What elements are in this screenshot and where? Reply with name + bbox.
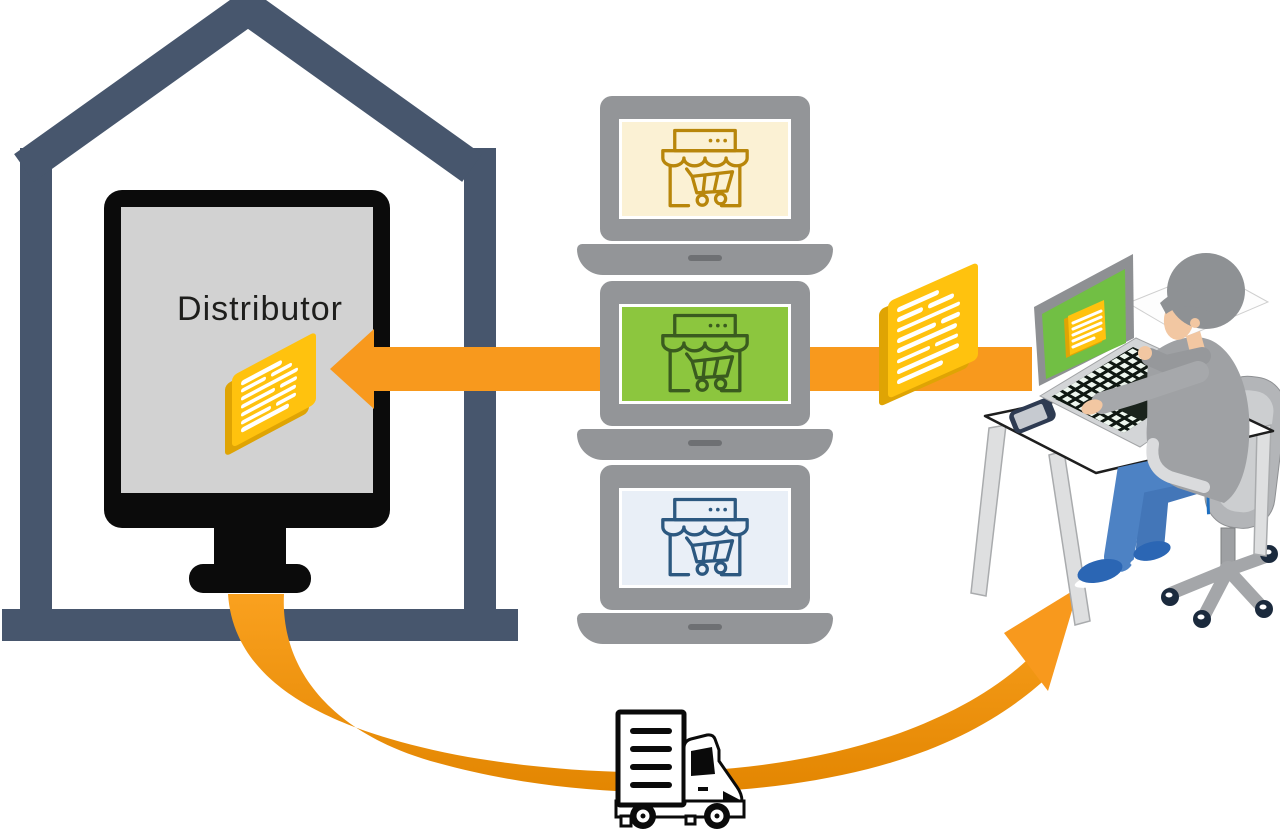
storefront-icon (661, 313, 749, 392)
laptop-base (577, 429, 833, 460)
person-hair (1167, 253, 1245, 329)
delivery-arrowhead (1004, 587, 1079, 691)
house-roof (14, 0, 482, 182)
laptop-notch (688, 440, 722, 446)
monitor-base (189, 564, 311, 593)
smartphone (1009, 398, 1056, 434)
laptop-base (577, 613, 833, 644)
sneaker (1074, 558, 1124, 588)
storefront-laptop-green (577, 281, 833, 460)
buyer-at-desk (970, 253, 1280, 628)
storefront-icon (661, 128, 749, 207)
laptop-screen (619, 303, 791, 404)
distributor-monitor (104, 190, 390, 593)
laptop-frame (600, 281, 810, 426)
truck-cargo-stripes (630, 728, 672, 788)
laptop-screen (619, 118, 791, 219)
monitor-screen (121, 207, 373, 493)
storefront-icon (661, 497, 749, 576)
person (1074, 253, 1250, 588)
monitor-neck (214, 526, 286, 568)
truck-cargo-box (615, 709, 687, 808)
distributor-label: Distributor (177, 290, 343, 328)
laptop-base (577, 244, 833, 275)
laptop-frame (600, 465, 810, 610)
truck-window (691, 747, 715, 776)
laptop-screen (619, 487, 791, 588)
delivery-truck-icon (614, 709, 746, 829)
storefront-laptop-blue (577, 465, 833, 644)
laptop-notch (688, 255, 722, 261)
house-wall-left (20, 148, 52, 609)
laptop-frame (600, 96, 810, 241)
truck-wheels (630, 803, 730, 829)
person-head (1160, 253, 1245, 340)
delivery-flow-arrow (228, 587, 1079, 793)
chair-armrest (1146, 438, 1210, 493)
laptop-notch (688, 624, 722, 630)
storefront-laptop-cream (577, 96, 833, 275)
sneaker (1130, 541, 1172, 566)
document-icon (1064, 300, 1106, 358)
